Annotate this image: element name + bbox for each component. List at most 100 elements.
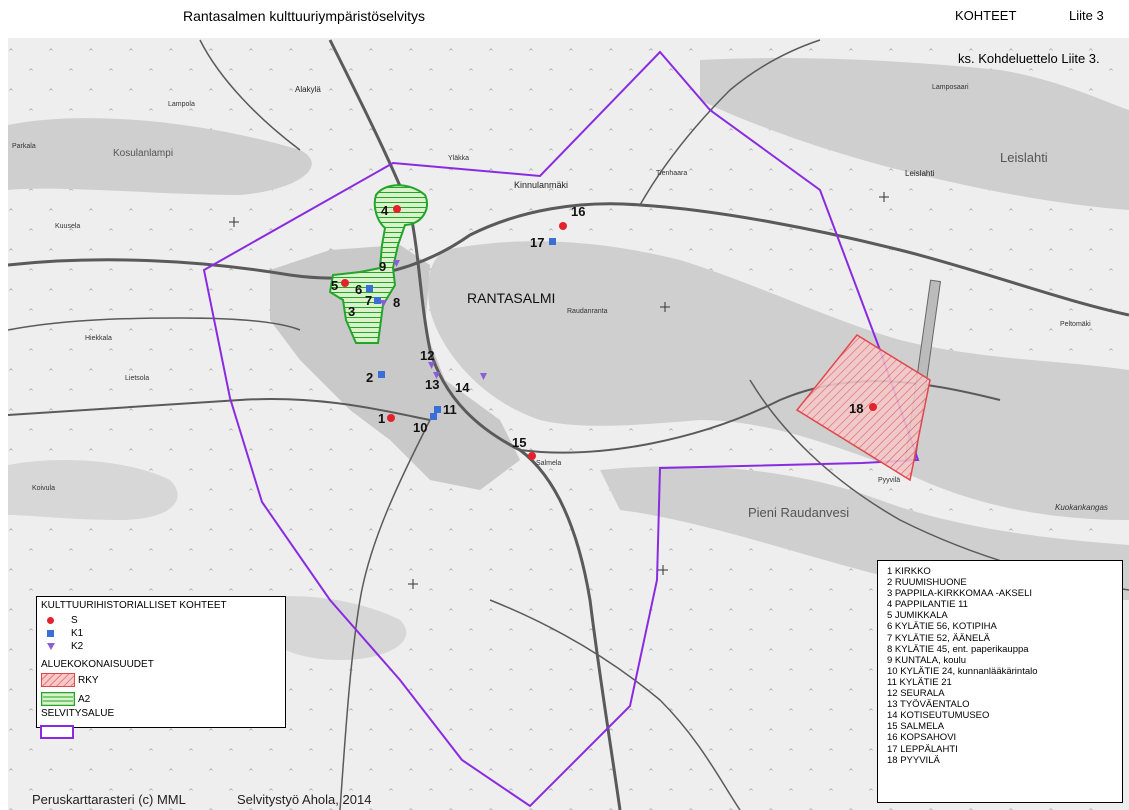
marker-label-12: 12	[420, 348, 434, 363]
site-list-item: 9 KUNTALA, koulu	[887, 654, 967, 666]
marker-label-4: 4	[381, 203, 389, 218]
legend-heading-sites: KULTTUURIHISTORIALLISET KOHTEET	[41, 600, 227, 611]
label-lietsola: Lietsola	[125, 375, 149, 382]
study-area-boundary	[202, 50, 920, 808]
marker-label-10: 10	[413, 420, 427, 435]
marker-label-14: 14	[455, 380, 470, 395]
site-list-item: 13 TYÖVÄENTALO	[887, 699, 970, 711]
village-area	[270, 245, 520, 490]
marker-11	[434, 406, 441, 413]
site-list-panel: 1 KIRKKO 2 RUUMISHUONE 3 PAPPILA-KIRKKOM…	[877, 560, 1123, 803]
site-list-item: 10 KYLÄTIE 24, kunnanlääkärintalo	[887, 665, 1038, 677]
kohteet-heading: KOHTEET	[955, 8, 1017, 23]
s-marker-icon	[47, 616, 54, 624]
basemap-credit: Peruskarttarasteri (c) MML	[32, 792, 186, 807]
label-raudanranta: Raudanranta	[567, 308, 608, 315]
appendix-label: Liite 3	[1069, 8, 1104, 23]
marker-12	[428, 362, 435, 369]
marker-label-9: 9	[379, 259, 386, 274]
legend-k2-label: K2	[71, 640, 84, 652]
label-kosulanlampi: Kosulanlampi	[113, 148, 173, 159]
label-hiekkala: Hiekkala	[85, 335, 112, 342]
site-list-item: 16 KOPSAHOVI	[887, 732, 957, 744]
legend-row-k2: K2	[47, 639, 83, 653]
label-lampola: Lampola	[168, 101, 195, 108]
site-list-item: 17 LEPPÄLAHTI	[887, 743, 958, 755]
site-list-item: 1 KIRKKO	[887, 566, 931, 577]
legend-row-a2: A2	[41, 692, 90, 706]
marker-1	[387, 414, 395, 422]
marker-10	[430, 413, 437, 420]
marker-label-1: 1	[378, 411, 385, 426]
marker-label-18: 18	[849, 401, 863, 416]
label-koivula: Koivula	[32, 485, 55, 492]
rky-swatch-icon	[41, 673, 75, 687]
label-kuokankangas: Kuokankangas	[1055, 503, 1108, 512]
document-title: Rantasalmen kulttuuriympäristöselvitys	[183, 8, 425, 24]
site-list-item: 14 KOTISEUTUMUSEO	[887, 710, 990, 722]
marker-label-2: 2	[366, 370, 373, 385]
marker-label-16: 16	[571, 204, 585, 219]
label-leislahti: Leislahti	[905, 169, 935, 178]
marker-label-13: 13	[425, 377, 439, 392]
site-list-item: 12 SEURALA	[887, 688, 945, 700]
legend-k1-label: K1	[71, 627, 84, 639]
label-alakyla: Alakylä	[295, 85, 321, 94]
site-list-item: 8 KYLÄTIE 45, ent. paperikauppa	[887, 643, 1029, 655]
marker-label-6: 6	[355, 282, 362, 297]
legend-heading-areas: ALUEKOKONAISUUDET	[41, 659, 154, 670]
a2-area	[328, 184, 428, 344]
marker-label-5: 5	[331, 278, 338, 293]
lake-kosulanlampi	[8, 118, 312, 195]
legend-row-s: S	[47, 613, 78, 627]
site-list-item: 5 JUMIKKALA	[887, 610, 948, 622]
marker-17	[549, 238, 556, 245]
label-leislahti-lake: Leislahti	[1000, 150, 1048, 165]
label-ylaka: Yläkka	[448, 155, 469, 162]
marker-14	[480, 373, 487, 380]
label-parkala: Parkala	[12, 143, 36, 150]
marker-6	[366, 285, 373, 292]
marker-9	[393, 260, 400, 267]
lake-lower-left	[8, 460, 178, 520]
marker-label-15: 15	[512, 435, 526, 450]
site-list-item: 15 SALMELA	[887, 721, 945, 733]
legend-rky-label: RKY	[78, 674, 99, 686]
site-list-item: 4 PAPPILANTIE 11	[887, 599, 968, 611]
site-list-item: 6 KYLÄTIE 56, KOTIPIHA	[887, 621, 997, 633]
site-list-item: 2 RUUMISHUONE	[887, 577, 967, 589]
site-list-item: 11 KYLÄTIE 21	[887, 676, 952, 688]
legend-heading-study-area: SELVITYSALUE	[41, 708, 115, 719]
marker-label-17: 17	[530, 235, 544, 250]
catalogue-reference: ks. Kohdeluettelo Liite 3.	[958, 51, 1100, 66]
rky-area	[795, 334, 931, 482]
k2-marker-icon	[47, 642, 55, 650]
study-area-swatch-icon	[40, 725, 74, 739]
label-rantasalmi: RANTASALMI	[467, 290, 555, 306]
grid-crosses	[229, 192, 889, 589]
legend-a2-label: A2	[78, 693, 91, 705]
site-list-item: 7 KYLÄTIE 52, ÄÄNELÄ	[887, 632, 990, 644]
lake-leislahti	[700, 58, 1129, 210]
k1-marker-icon	[47, 629, 54, 637]
label-tienhaara: Tienhaara	[656, 170, 687, 177]
site-list-item: 18 PYYVILÄ	[887, 754, 940, 766]
label-kuusela: Kuusela	[55, 223, 80, 230]
marker-16	[559, 222, 567, 230]
label-pieni-raudanvesi: Pieni Raudanvesi	[748, 505, 849, 520]
marker-7	[374, 297, 381, 304]
label-lamposaari: Lamposaari	[932, 84, 969, 91]
label-pyyvila: Pyyvilä	[878, 477, 900, 484]
a2-swatch-icon	[41, 692, 75, 706]
marker-8	[380, 300, 387, 307]
marker-2	[378, 371, 385, 378]
marker-label-8: 8	[393, 295, 400, 310]
survey-credit: Selvitystyö Ahola, 2014	[237, 792, 372, 807]
marker-label-7: 7	[365, 293, 372, 308]
map-legend: KULTTUURIHISTORIALLISET KOHTEET S K1 K2 …	[36, 596, 286, 728]
legend-row-rky: RKY	[41, 673, 99, 687]
marker-label-11: 11	[443, 402, 457, 417]
marker-4	[393, 205, 401, 213]
marker-5	[341, 279, 349, 287]
label-peltomaki: Peltomäki	[1060, 321, 1091, 328]
